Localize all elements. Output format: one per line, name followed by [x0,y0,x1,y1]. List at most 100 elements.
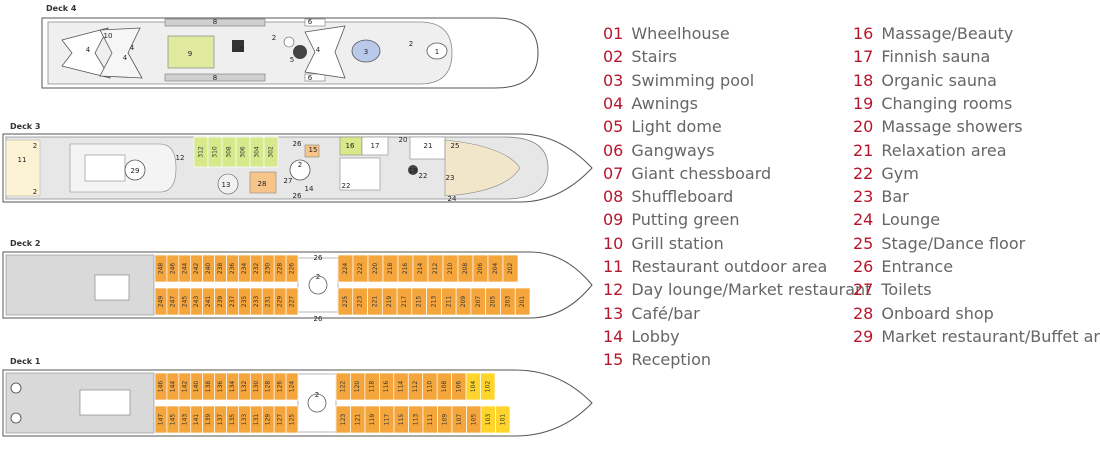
legend-label: Toilets [881,280,932,300]
area-callout: 21 [424,142,433,150]
legend-label: Finnish sauna [881,47,991,67]
legend-number: 14 [603,326,624,346]
cabin-number: 128 [265,381,272,393]
shuffleboard-bottom [164,73,266,82]
cabin-number: 108 [441,381,448,393]
legend-label: Bar [881,187,909,207]
area-callout: 4 [123,54,128,62]
legend-label: Lounge [881,210,941,230]
cabin-number: 140 [193,381,200,393]
awning-left [61,27,111,79]
area-callout: 3 [364,48,368,56]
legend-number: 16 [853,24,874,43]
cabin-number: 133 [241,414,248,426]
cabin-number: 116 [383,381,390,393]
legend-label: Massage showers [881,117,1023,137]
legend-number: 18 [853,70,874,90]
area-callout: 15 [309,146,318,154]
legend-label: Shuffleboard [631,187,734,207]
area-callout: 2 [409,40,413,48]
awning-right [304,25,346,79]
cabin-number: 143 [181,414,188,426]
area-callout: 2 [298,161,302,169]
legend-label: Grill station [631,233,724,253]
cabin-number: 228 [277,263,284,275]
lobby-stairs [289,159,311,181]
legend-label: Gym [881,163,919,183]
cabin-number: 139 [205,414,212,426]
legend-item: 27 Toilets [853,280,932,300]
cabin-number: 146 [157,381,164,393]
cabin-number: 117 [383,414,390,426]
legend-number: 23 [853,187,874,207]
cabin-124 [285,372,299,401]
deck1-thruster-bottom [10,412,22,424]
cabin-number: 233 [253,296,260,308]
cabin-number: 234 [241,263,248,275]
swimming-pool [351,39,381,63]
legend-number: 13 [603,303,624,323]
legend-number: 07 [603,163,624,183]
deck2-stairs [308,275,328,295]
giant-chessboard [232,40,244,52]
cabin-number: 210 [447,263,454,275]
cabin-202 [502,254,519,283]
cabin-number: 239 [217,296,224,308]
cabin-number: 246 [169,263,176,275]
area-callout: 13 [222,181,231,189]
area-callout: 4 [130,44,135,52]
area-callout: 22 [342,182,351,190]
deck1-crew-area [79,389,131,416]
cabin-number: 221 [371,296,378,308]
legend-label: Restaurant outdoor area [631,257,828,276]
cabin-number: 245 [181,296,188,308]
cabin-number: 138 [205,381,212,393]
legend-number: 04 [603,93,624,113]
legend-label: Relaxation area [881,140,1007,160]
cabin-number: 127 [277,414,284,426]
cabin-number: 302 [268,146,275,158]
legend-number: 25 [853,233,874,253]
deck2-engine-area [5,254,155,316]
legend-label: Market restaurant/Buffet area [881,326,1100,346]
cabin-number: 215 [416,296,423,308]
cabin-number: 109 [441,414,448,426]
legend-number: 27 [853,280,874,300]
cabin-number: 144 [169,381,176,393]
cabin-number: 243 [193,296,200,308]
area-callout: 25 [451,142,460,150]
cabin-number: 118 [369,381,376,393]
legend-number: 15 [603,350,624,370]
cabin-227 [285,287,299,316]
deck-plan: Deck 4 Deck 3 Deck 2 Deck 1 410498872664… [2,4,593,437]
cabin-number: 224 [342,263,349,275]
wheelhouse [426,42,448,60]
putting-green [167,35,215,69]
cafe-bar [217,173,239,195]
cabin-number: 308 [226,146,233,158]
area-callout: 2 [316,273,320,281]
cabin-number: 213 [431,296,438,308]
cabin-number: 237 [229,296,236,308]
cabin-number: 230 [265,263,272,275]
area-callout: 2 [315,391,319,399]
legend-number: 19 [853,93,874,113]
legend-label: Stairs [631,47,677,67]
cabin-number: 229 [277,296,284,308]
area-callout: 12 [176,154,185,162]
legend-label: Stage/Dance floor [881,233,1026,253]
cabin-number: 310 [212,146,219,158]
